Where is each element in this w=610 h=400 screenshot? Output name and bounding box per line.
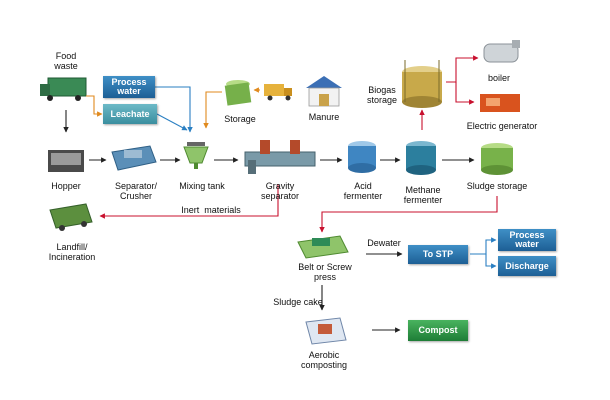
garbage-truck-icon — [40, 77, 87, 101]
label-hopper: Hopper — [51, 181, 81, 191]
gravity-separator-icon — [244, 140, 316, 174]
label-gravity-separator: Gravity separator — [260, 181, 300, 201]
label-landfill: Landfill/ Incineration — [48, 242, 96, 262]
arrow-foodwaste-to-leachate — [86, 95, 103, 117]
label-electric-generator: Electric generator — [466, 121, 538, 131]
process-water-box: Process water — [103, 76, 155, 98]
process-water-output-box: Process water — [498, 229, 556, 251]
arrow-leachate-to-mixing — [156, 113, 188, 131]
label-separator: Separator/ Crusher — [114, 181, 158, 201]
label-belt-press: Belt or Screw press — [298, 262, 352, 282]
acid-fermenter-icon — [348, 141, 376, 173]
discharge-box: Discharge — [498, 256, 556, 276]
composting-icon — [305, 317, 347, 345]
label-biogas-storage: Biogas storage — [366, 85, 398, 105]
label-dewater: Dewater — [367, 238, 401, 248]
label-boiler: boiler — [487, 73, 510, 83]
farm-building-icon — [306, 76, 342, 107]
boiler-icon — [483, 40, 520, 63]
sludge-storage-icon — [481, 143, 513, 175]
leachate-box: Leachate — [103, 104, 157, 124]
arrow-storage-to-mixing — [203, 91, 222, 129]
label-manure: Manure — [308, 112, 340, 122]
arrow-biogas-to-generator — [455, 82, 475, 105]
manure-truck-icon — [264, 84, 292, 101]
label-sludge-storage: Sludge storage — [466, 181, 528, 191]
arrow-sludge-to-press — [319, 196, 498, 233]
label-sludge-cake: Sludge cake — [273, 297, 323, 307]
label-food-waste: Food waste — [54, 51, 78, 71]
separator-crusher-icon — [111, 145, 157, 171]
hopper-icon — [48, 150, 84, 172]
arrow-gravity-to-landfill — [99, 184, 279, 219]
biogas-storage-icon — [402, 60, 442, 108]
arrow-stp-to-discharge — [485, 254, 497, 269]
label-methane-fermenter: Methane fermenter — [403, 185, 443, 205]
methane-fermenter-icon — [406, 141, 436, 175]
landfill-icon — [49, 203, 93, 231]
label-acid-fermenter: Acid fermenter — [343, 181, 383, 201]
arrow-process-water-to-mixing — [155, 86, 193, 133]
electric-generator-icon — [480, 94, 520, 112]
storage-tank-icon — [224, 80, 252, 106]
label-mixing-tank: Mixing tank — [179, 181, 225, 191]
mixing-tank-icon — [183, 142, 209, 169]
label-inert-materials: Inert materials — [181, 205, 241, 215]
to-stp-box: To STP — [408, 245, 468, 264]
arrow-biogas-to-boiler — [446, 55, 479, 83]
label-aerobic-composting: Aerobic composting — [300, 350, 348, 370]
belt-press-icon — [297, 235, 349, 259]
arrow-stp-to-process-water — [470, 237, 497, 255]
label-storage: Storage — [224, 114, 256, 124]
compost-box: Compost — [408, 320, 468, 341]
